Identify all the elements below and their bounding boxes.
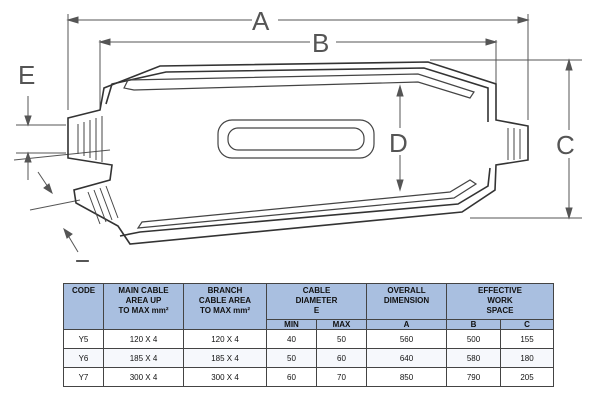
dimension-d xyxy=(396,84,404,192)
cell-branch: 300 X 4 xyxy=(183,367,267,387)
cell-code: Y7 xyxy=(63,367,104,387)
specification-table: CODE MAIN CABLE AREA UP TO MAX mm² BRANC… xyxy=(63,283,555,387)
header-cable-diameter: CABLE DIAMETER E xyxy=(266,283,367,320)
dimension-e xyxy=(24,96,32,180)
header-code: CODE xyxy=(63,283,104,330)
cell-min: 50 xyxy=(266,348,317,368)
cell-max: 50 xyxy=(316,329,367,349)
dimension-b xyxy=(98,38,498,46)
header-c: C xyxy=(499,319,555,330)
label-f: F xyxy=(74,254,90,262)
label-a: A xyxy=(252,6,270,36)
end-cap-ribs xyxy=(77,116,521,225)
label-b: B xyxy=(312,28,329,58)
table-row: Y6 185 X 4 185 X 4 50 60 640 580 180 xyxy=(63,348,555,368)
dimension-c xyxy=(565,58,573,220)
cell-a: 640 xyxy=(366,348,447,368)
label-e: E xyxy=(18,60,35,90)
header-overall-dimension: OVERALL DIMENSION xyxy=(366,283,447,320)
header-min: MIN xyxy=(266,319,317,330)
joint-body xyxy=(67,61,529,245)
dimension-f xyxy=(13,149,111,253)
header-branch-cable: BRANCH CABLE AREA TO MAX mm² xyxy=(183,283,267,330)
header-max: MAX xyxy=(316,319,367,330)
cell-code: Y6 xyxy=(63,348,104,368)
joint-grooves xyxy=(123,73,478,229)
cell-b: 790 xyxy=(446,367,501,387)
cell-c: 205 xyxy=(499,367,555,387)
cell-c: 155 xyxy=(499,329,555,349)
table-row: Y7 300 X 4 300 X 4 60 70 850 790 205 xyxy=(63,367,555,387)
cell-main: 120 X 4 xyxy=(103,329,184,349)
cell-main: 185 X 4 xyxy=(103,348,184,368)
cell-branch: 185 X 4 xyxy=(183,348,267,368)
header-effective-work-space: EFFECTIVE WORK SPACE xyxy=(445,283,555,320)
cell-c: 180 xyxy=(499,348,555,368)
cell-min: 60 xyxy=(266,367,317,387)
header-b: B xyxy=(446,319,501,330)
cell-max: 70 xyxy=(316,367,367,387)
label-c: C xyxy=(556,130,575,160)
cell-a: 560 xyxy=(366,329,447,349)
header-main-cable: MAIN CABLE AREA UP TO MAX mm² xyxy=(103,283,184,330)
dimension-a xyxy=(66,16,530,24)
header-a: A xyxy=(366,319,447,330)
cell-a: 850 xyxy=(366,367,447,387)
cell-branch: 120 X 4 xyxy=(183,329,267,349)
cell-main: 300 X 4 xyxy=(103,367,184,387)
cell-b: 500 xyxy=(446,329,501,349)
cell-min: 40 xyxy=(266,329,317,349)
cell-max: 60 xyxy=(316,348,367,368)
table-row: Y5 120 X 4 120 X 4 40 50 560 500 155 xyxy=(63,329,555,349)
cell-b: 580 xyxy=(446,348,501,368)
joint-outline-drawing: A B C D E F xyxy=(13,6,582,262)
cell-code: Y5 xyxy=(63,329,104,349)
label-d: D xyxy=(389,128,408,158)
